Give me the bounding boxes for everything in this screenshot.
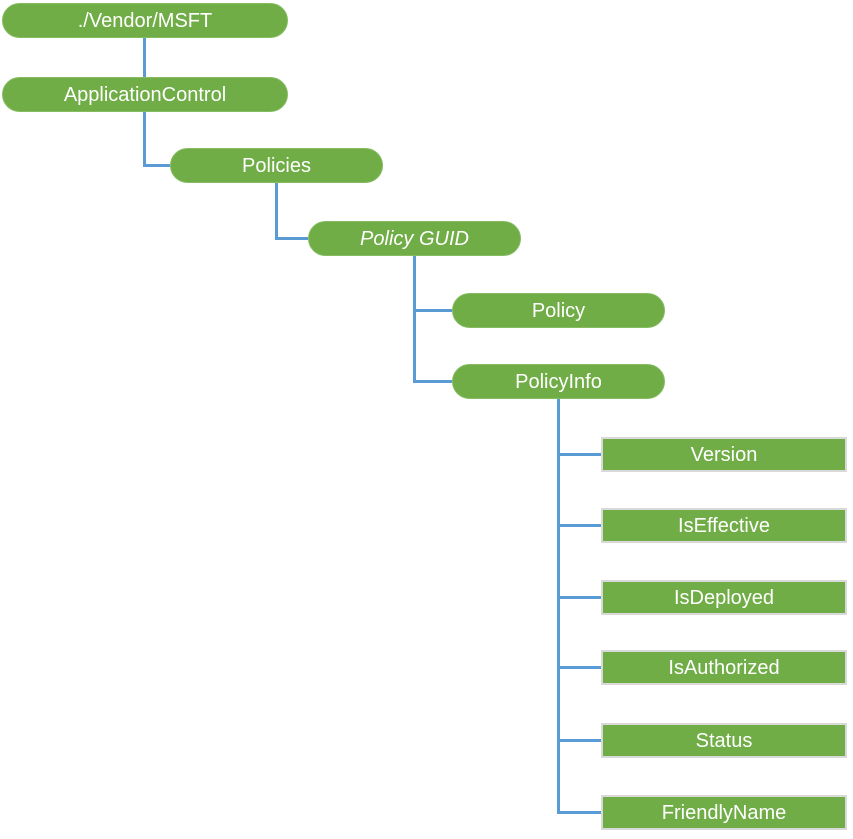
node-policies: Policies (170, 148, 383, 183)
connector-policyinfo-to-friendlyname (557, 811, 601, 814)
connector-applicationcontrol-to-policies (143, 164, 170, 167)
connector-policyinfo-trunk-vertical (557, 399, 560, 814)
node-policy-label: Policy (531, 299, 586, 322)
connector-policyinfo-to-isdeployed (557, 596, 601, 599)
node-isauthorized-label: IsAuthorized (668, 656, 780, 679)
node-status: Status (601, 723, 847, 758)
connector-policyinfo-to-isauthorized (557, 666, 601, 669)
node-policy-guid: Policy GUID (308, 221, 521, 256)
node-policies-label: Policies (242, 154, 311, 177)
connector-applicationcontrol-elbow-vertical (143, 112, 146, 167)
connector-policyinfo-to-version (557, 453, 601, 456)
node-version: Version (601, 437, 847, 472)
connector-root-to-applicationcontrol (143, 38, 146, 77)
node-friendlyname: FriendlyName (601, 795, 847, 830)
node-policy: Policy (452, 293, 665, 328)
node-friendlyname-label: FriendlyName (661, 801, 787, 824)
node-iseffective-label: IsEffective (678, 514, 770, 537)
node-isdeployed-label: IsDeployed (673, 586, 775, 609)
node-isauthorized: IsAuthorized (601, 650, 847, 685)
node-iseffective: IsEffective (601, 508, 847, 543)
connector-policyguid-trunk-vertical (413, 256, 416, 383)
node-vendor-msft-label: ./Vendor/MSFT (77, 9, 213, 32)
node-status-label: Status (695, 729, 753, 752)
node-policy-info-label: PolicyInfo (515, 370, 602, 393)
node-policy-info: PolicyInfo (452, 364, 665, 399)
node-vendor-msft: ./Vendor/MSFT (2, 3, 288, 38)
connector-policyguid-to-policy (413, 309, 452, 312)
node-version-label: Version (690, 443, 758, 466)
node-application-control: ApplicationControl (2, 77, 288, 112)
node-application-control-label: ApplicationControl (63, 83, 227, 106)
connector-policyinfo-to-iseffective (557, 524, 601, 527)
connector-policyinfo-to-status (557, 739, 601, 742)
connector-policies-to-policyguid (275, 237, 308, 240)
connector-policyguid-to-policyinfo (413, 380, 452, 383)
connector-policies-elbow-vertical (275, 183, 278, 240)
node-isdeployed: IsDeployed (601, 580, 847, 615)
node-policy-guid-label: Policy GUID (360, 227, 469, 250)
